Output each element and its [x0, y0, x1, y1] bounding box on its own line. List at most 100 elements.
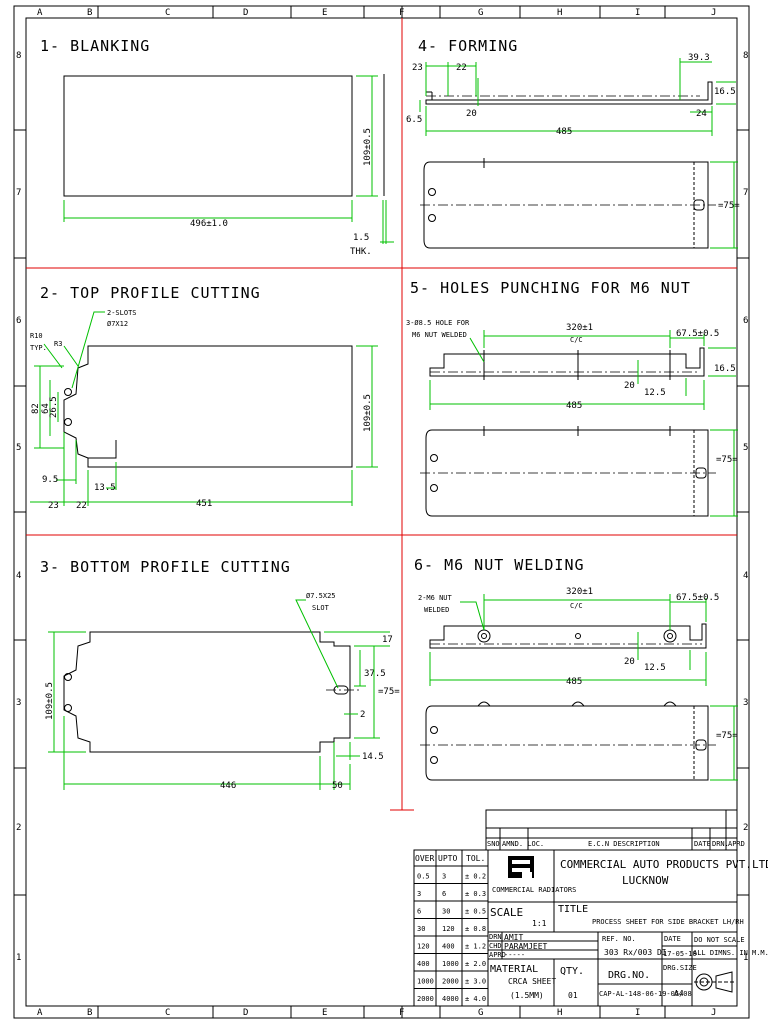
qty-label: QTY.	[560, 966, 584, 977]
tol-over: OVER	[415, 854, 434, 863]
zone-row-7-right: 7	[743, 188, 748, 198]
scale-label: SCALE	[490, 906, 523, 919]
note-nut: 2-M6 NUT	[418, 594, 453, 602]
zone-col-G-top: G	[478, 8, 483, 18]
dim-50: 50	[332, 781, 343, 791]
rev-date: DATE	[694, 840, 711, 848]
dim-f-20: 20	[466, 109, 477, 119]
note-nut-welded: WELDED	[424, 606, 449, 614]
zone-row-4-left: 4	[16, 571, 21, 581]
drg-label: DRG.NO.	[608, 970, 650, 981]
zone-col-C-bottom: C	[165, 1008, 170, 1018]
dim-82: 82	[31, 403, 41, 414]
zone-col-D-bottom: D	[243, 1008, 248, 1018]
zone-col-B-bottom: B	[87, 1008, 92, 1018]
blank-plate	[63, 75, 353, 197]
dim-f-23: 23	[412, 63, 423, 73]
zone-col-C-top: C	[165, 8, 170, 18]
nut-left	[477, 629, 491, 643]
dim-f-39: 39.3	[688, 53, 710, 63]
zone-row-1-right: 1	[743, 953, 748, 963]
drn-name: AMIT	[504, 933, 523, 942]
dim-451: 451	[196, 499, 212, 509]
nut-right	[663, 629, 677, 643]
note-holes-welded: M6 NUT WELDED	[412, 331, 467, 339]
all-dims: ALL DIMNS. IN M.M.	[693, 949, 768, 957]
tol-tol: TOL.	[466, 854, 485, 863]
dim-blank-length: 496±1.0	[190, 219, 228, 229]
dim-w-320: 320±1	[566, 587, 593, 597]
dim-13: 13.5	[94, 483, 116, 493]
slot-hole-bottom	[64, 418, 72, 426]
dim-h-12: 12.5	[644, 388, 666, 398]
company-logo: COMMERCIAL RADIATORS	[492, 856, 576, 894]
dim-f-75: =75=	[718, 201, 740, 211]
company-name: COMMERCIAL AUTO PRODUCTS PVT.LTD.	[560, 858, 768, 871]
date-value: 17-05-19	[663, 950, 697, 958]
zone-col-B-top: B	[87, 8, 92, 18]
note-r10: R10	[30, 332, 43, 340]
tol-cell: 400	[417, 960, 430, 968]
bottom-profile-view: Ø7.5X25 SLOT 109±0.5 17 37.5 =75= 2 14.5…	[45, 592, 400, 791]
chd-label: CHD	[489, 942, 502, 950]
top-profile-view: 2-SLOTS Ø7X12 R10 TYP. R3 109±0.5 82 64 …	[30, 309, 378, 511]
tol-cell: ± 0.5	[465, 908, 486, 916]
welded-plan	[425, 705, 709, 781]
aprd-name: -----	[504, 951, 525, 959]
dim-f-6: 6.5	[406, 115, 422, 125]
ref-value: 303 Rx/003 DI	[604, 948, 667, 957]
dim-22: 22	[76, 501, 87, 511]
holes-punching-view: 3-Ø8.5 HOLE FOR M6 NUT WELDED 320±1 C/C …	[406, 319, 738, 517]
dim-f-22: 22	[456, 63, 467, 73]
tol-cell: 6	[417, 908, 421, 916]
zone-col-G-bottom: G	[478, 1008, 483, 1018]
rev-loc: AMND. LOC.	[502, 840, 544, 848]
note-slot: SLOT	[312, 604, 330, 612]
tol-cell: 1000	[417, 978, 434, 986]
logo-text: COMMERCIAL RADIATORS	[492, 886, 576, 894]
tol-cell: 400	[442, 943, 455, 951]
zone-row-8-right: 8	[743, 51, 748, 61]
size-label: DRG.SIZE	[663, 964, 697, 972]
zone-col-J-bottom: J	[711, 1008, 716, 1018]
dim-w-67: 67.5±0.5	[676, 593, 719, 603]
drg-value: CAP-AL-148-06-19-05/08	[599, 990, 692, 998]
note-slots: 2-SLOTS	[107, 309, 137, 317]
date-label: DATE	[664, 935, 681, 943]
zone-col-J-top: J	[711, 8, 716, 18]
zone-row-8-left: 8	[16, 51, 21, 61]
tol-cell: 2000	[442, 978, 459, 986]
punched-plan	[425, 429, 709, 517]
zone-row-6-left: 6	[16, 316, 21, 326]
projection-symbol-icon	[694, 971, 736, 993]
dim-446: 446	[220, 781, 236, 791]
note-holes: 3-Ø8.5 HOLE FOR	[406, 319, 470, 327]
zone-row-2-left: 2	[16, 823, 21, 833]
dim-f-16: 16.5	[714, 87, 736, 97]
dim-h-485: 485	[566, 401, 582, 411]
zone-row-5-right: 5	[743, 443, 748, 453]
dim-w-12: 12.5	[644, 663, 666, 673]
dim-23: 23	[48, 501, 59, 511]
tol-cell: 6	[442, 890, 446, 898]
note-r3: R3	[54, 340, 62, 348]
tol-cell: 120	[417, 943, 430, 951]
dim-w-75: =75=	[716, 731, 738, 741]
zone-row-7-left: 7	[16, 188, 21, 198]
tol-cell: ± 3.0	[465, 978, 486, 986]
chd-name: PARAMJEET	[504, 942, 548, 951]
zone-col-A-bottom: A	[37, 1008, 43, 1018]
formed-plan	[423, 161, 709, 249]
zone-col-I-top: I	[635, 8, 640, 18]
formed-section	[425, 81, 713, 105]
zone-row-3-right: 3	[743, 698, 748, 708]
qty-value: 01	[568, 991, 578, 1000]
dim-2: 2	[360, 710, 365, 720]
drn-label: DRN	[489, 933, 502, 941]
tol-cell: ± 1.2	[465, 943, 486, 951]
zone-row-3-left: 3	[16, 698, 21, 708]
rev-desc: E.C.N DESCRIPTION	[588, 840, 660, 848]
company-city: LUCKNOW	[622, 874, 669, 887]
